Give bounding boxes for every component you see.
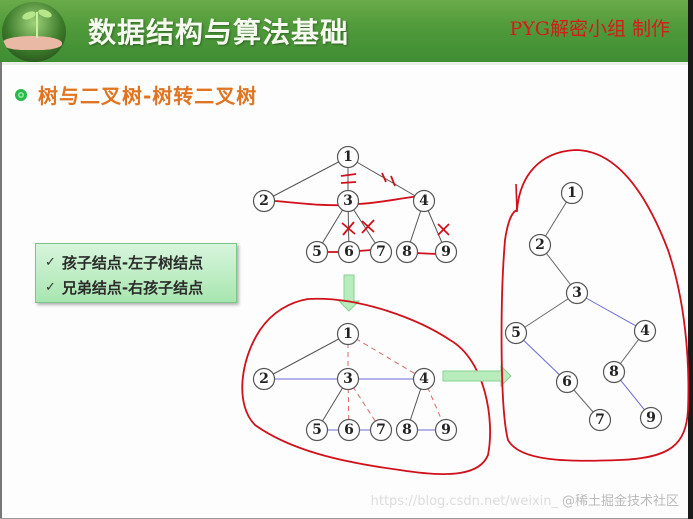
svg-text:2: 2 [259,371,269,387]
svg-text:5: 5 [312,422,322,438]
tree-node: 3 [565,281,589,305]
svg-text:3: 3 [343,193,353,209]
tree-node: 7 [588,408,612,432]
svg-text:3: 3 [343,371,353,387]
tree-node: 1 [560,181,584,205]
tree-node: 7 [369,240,393,264]
svg-text:7: 7 [376,422,386,438]
tree-node: 3 [336,189,360,213]
right-border [688,0,693,519]
red-circle-annotation [241,297,491,475]
svg-text:4: 4 [640,323,650,339]
rule-item: ✓ 孩子结点-左子树结点 [45,252,203,273]
svg-text:7: 7 [595,412,605,428]
tree-node: 9 [639,406,663,430]
tree-node: 4 [633,319,657,343]
watermark: https://blog.csdn.net/weixin_@稀土掘金技术社区 [371,490,679,509]
svg-text:2: 2 [259,193,269,209]
svg-text:7: 7 [376,244,386,260]
tree-node: 1 [336,322,360,346]
tree-node: 9 [434,240,458,264]
tree-node: 5 [305,418,329,442]
tree-node: 2 [252,189,276,213]
left-border [0,62,2,519]
tree-node: 8 [395,418,419,442]
check-icon: ✓ [45,280,56,295]
red-tick-mark [515,183,518,213]
tree-node: 1 [336,145,360,169]
svg-text:1: 1 [343,149,353,165]
svg-text:5: 5 [312,244,322,260]
tree-node: 5 [305,240,329,264]
flower-bullet-icon [15,88,27,101]
tree-node: 6 [337,240,361,264]
tree-node: 4 [412,189,436,213]
svg-text:5: 5 [511,325,521,341]
svg-text:3: 3 [572,285,582,301]
tree-node: 7 [369,418,393,442]
watermark-url: https://blog.csdn.net/weixin_ [370,494,558,509]
slide-title: 数据结构与算法基础 [88,16,350,49]
tree-node: 6 [337,418,361,442]
svg-text:8: 8 [402,244,412,260]
tree-node: 9 [434,418,458,442]
rule-item: ✓ 兄弟结点-右孩子结点 [45,277,203,298]
tree-node: 5 [504,321,528,345]
svg-text:4: 4 [419,371,429,387]
red-circle-annotation [500,149,690,462]
tree-node: 8 [395,240,419,264]
svg-text:6: 6 [344,422,354,438]
credit-text: PYG解密小组 制作 [509,18,670,40]
tree-node: 4 [412,367,436,391]
svg-text:1: 1 [567,185,577,201]
section-title: 树与二叉树-树转二叉树 [38,84,258,108]
sprout-in-hand-logo [2,2,66,62]
svg-text:1: 1 [343,326,353,342]
svg-text:9: 9 [646,410,656,426]
check-icon: ✓ [45,255,56,270]
tree-node: 2 [528,233,552,257]
tree-node: 8 [602,360,626,384]
svg-text:4: 4 [419,193,429,209]
svg-text:9: 9 [441,422,451,438]
down-arrow-icon [337,274,361,312]
svg-text:6: 6 [562,374,572,390]
rule-note-box: ✓ 孩子结点-左子树结点 ✓ 兄弟结点-右孩子结点 [35,243,237,303]
header-divider [0,62,688,65]
binary-tree [515,192,652,421]
watermark-text: @稀土掘金技术社区 [561,494,679,509]
rule-text: 孩子结点-左子树结点 [61,254,204,272]
section-heading: 树与二叉树-树转二叉树 [14,80,257,109]
svg-text:6: 6 [344,244,354,260]
slide-header: 数据结构与算法基础 PYG解密小组 制作 [0,0,688,62]
right-arrow-icon [442,364,512,388]
svg-text:9: 9 [441,244,451,260]
svg-text:2: 2 [535,237,545,253]
tree-node: 2 [252,367,276,391]
tree-node: 3 [336,367,360,391]
red-annotations [274,172,450,255]
rule-text: 兄弟结点-右孩子结点 [61,279,204,297]
svg-text:8: 8 [402,422,412,438]
tree-node: 6 [555,370,579,394]
svg-text:8: 8 [609,364,619,380]
